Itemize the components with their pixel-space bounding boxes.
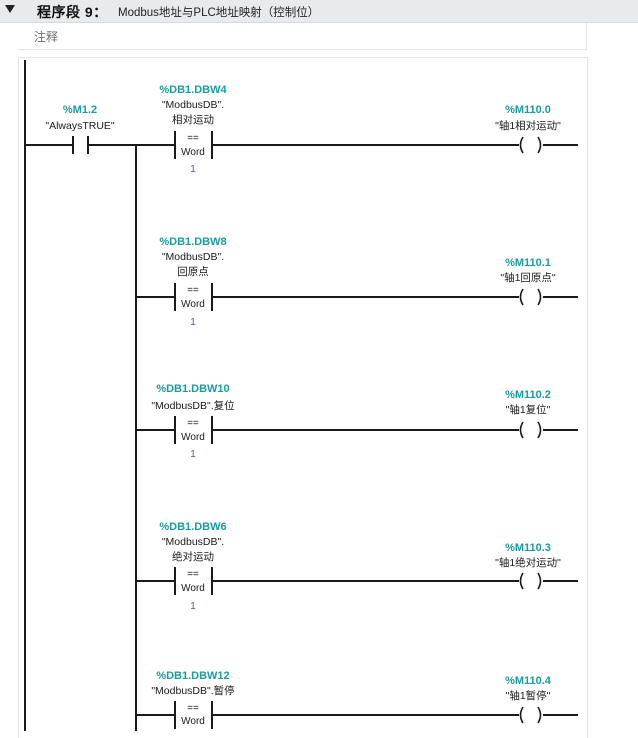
compare-contact[interactable]: == Word bbox=[174, 131, 213, 159]
output-coil[interactable] bbox=[519, 288, 542, 306]
comment-label: 注释 bbox=[34, 30, 59, 44]
compare-contact[interactable]: == Word bbox=[174, 283, 213, 311]
input-contact[interactable]: %M1.2 "AlwaysTRUE" bbox=[25, 104, 136, 154]
compare-type: Word bbox=[181, 299, 205, 310]
compare-symbol: "ModbusDB". bbox=[162, 99, 224, 111]
compare-value: 1 bbox=[190, 601, 196, 612]
collapse-arrow-icon[interactable] bbox=[5, 5, 15, 13]
network-frame bbox=[18, 57, 588, 738]
rung-4: %DB1.DBW6 "ModbusDB". 绝对运动 == Word 1 %M1… bbox=[136, 521, 578, 612]
contact-symbol: "AlwaysTRUE" bbox=[45, 120, 115, 132]
compare-address: %DB1.DBW8 bbox=[159, 236, 226, 248]
coil-left-arc bbox=[519, 572, 524, 590]
coil-address: %M110.2 bbox=[505, 389, 551, 401]
compare-type: Word bbox=[181, 432, 205, 443]
compare-operator: == bbox=[187, 418, 199, 429]
compare-operator: == bbox=[187, 569, 199, 580]
coil-left-arc bbox=[519, 288, 524, 306]
compare-symbol-2: 绝对运动 bbox=[172, 550, 214, 563]
compare-contact[interactable]: == Word bbox=[174, 701, 213, 729]
coil-right-arc bbox=[537, 288, 542, 306]
coil-symbol: "轴1回原点" bbox=[500, 271, 556, 284]
compare-value: 1 bbox=[190, 317, 196, 328]
compare-value: 1 bbox=[190, 164, 196, 175]
compare-symbol: "ModbusDB". bbox=[162, 251, 224, 263]
coil-symbol: "轴1暂停" bbox=[506, 689, 551, 702]
compare-symbol-2: 相对运动 bbox=[172, 113, 214, 126]
coil-right-arc bbox=[537, 421, 542, 439]
coil-left-arc bbox=[519, 706, 524, 724]
output-coil[interactable] bbox=[519, 572, 542, 590]
coil-left-arc bbox=[519, 421, 524, 439]
contact-address: %M1.2 bbox=[63, 104, 97, 116]
coil-right-arc bbox=[537, 706, 542, 724]
coil-address: %M110.0 bbox=[505, 104, 551, 116]
compare-contact[interactable]: == Word bbox=[174, 567, 213, 595]
rung-1: %DB1.DBW4 "ModbusDB". 相对运动 == Word 1 %M1… bbox=[136, 84, 578, 175]
rung-3: %DB1.DBW10 "ModbusDB".复位 == Word 1 %M110… bbox=[136, 383, 578, 460]
compare-address: %DB1.DBW12 bbox=[156, 670, 229, 682]
compare-type: Word bbox=[181, 583, 205, 594]
compare-address: %DB1.DBW6 bbox=[159, 521, 226, 533]
compare-contact[interactable]: == Word bbox=[174, 416, 213, 444]
coil-symbol: "轴1复位" bbox=[506, 403, 551, 416]
output-coil[interactable] bbox=[519, 136, 542, 154]
rung-2: %DB1.DBW8 "ModbusDB". 回原点 == Word 1 %M11… bbox=[136, 236, 578, 328]
compare-symbol: "ModbusDB".暂停 bbox=[151, 684, 234, 697]
compare-address: %DB1.DBW10 bbox=[156, 383, 229, 395]
coil-address: %M110.4 bbox=[505, 675, 552, 687]
compare-type: Word bbox=[181, 716, 205, 727]
compare-operator: == bbox=[187, 133, 199, 144]
segment-label: 程序段 9： bbox=[37, 4, 108, 20]
segment-comment[interactable]: 注释 bbox=[18, 23, 587, 50]
rung-5: %DB1.DBW12 "ModbusDB".暂停 == Word %M110.4… bbox=[136, 670, 578, 729]
compare-symbol-2: 回原点 bbox=[177, 266, 209, 278]
segment-title[interactable]: Modbus地址与PLC地址映射（控制位） bbox=[118, 7, 320, 19]
compare-address: %DB1.DBW4 bbox=[159, 84, 227, 96]
output-coil[interactable] bbox=[519, 421, 542, 439]
compare-type: Word bbox=[181, 147, 205, 158]
coil-symbol: "轴1绝对运动" bbox=[495, 556, 561, 569]
output-coil[interactable] bbox=[519, 706, 542, 724]
coil-address: %M110.1 bbox=[505, 257, 551, 269]
compare-symbol: "ModbusDB". bbox=[162, 536, 224, 548]
compare-symbol: "ModbusDB".复位 bbox=[151, 399, 235, 412]
compare-value: 1 bbox=[190, 449, 196, 460]
coil-left-arc bbox=[519, 136, 524, 154]
coil-symbol: "轴1相对运动" bbox=[495, 119, 561, 132]
coil-address: %M110.3 bbox=[505, 542, 551, 554]
coil-right-arc bbox=[537, 572, 542, 590]
compare-operator: == bbox=[187, 703, 199, 714]
coil-right-arc bbox=[537, 136, 542, 154]
segment-header[interactable]: 程序段 9： Modbus地址与PLC地址映射（控制位） bbox=[0, 0, 638, 23]
compare-operator: == bbox=[187, 285, 199, 296]
